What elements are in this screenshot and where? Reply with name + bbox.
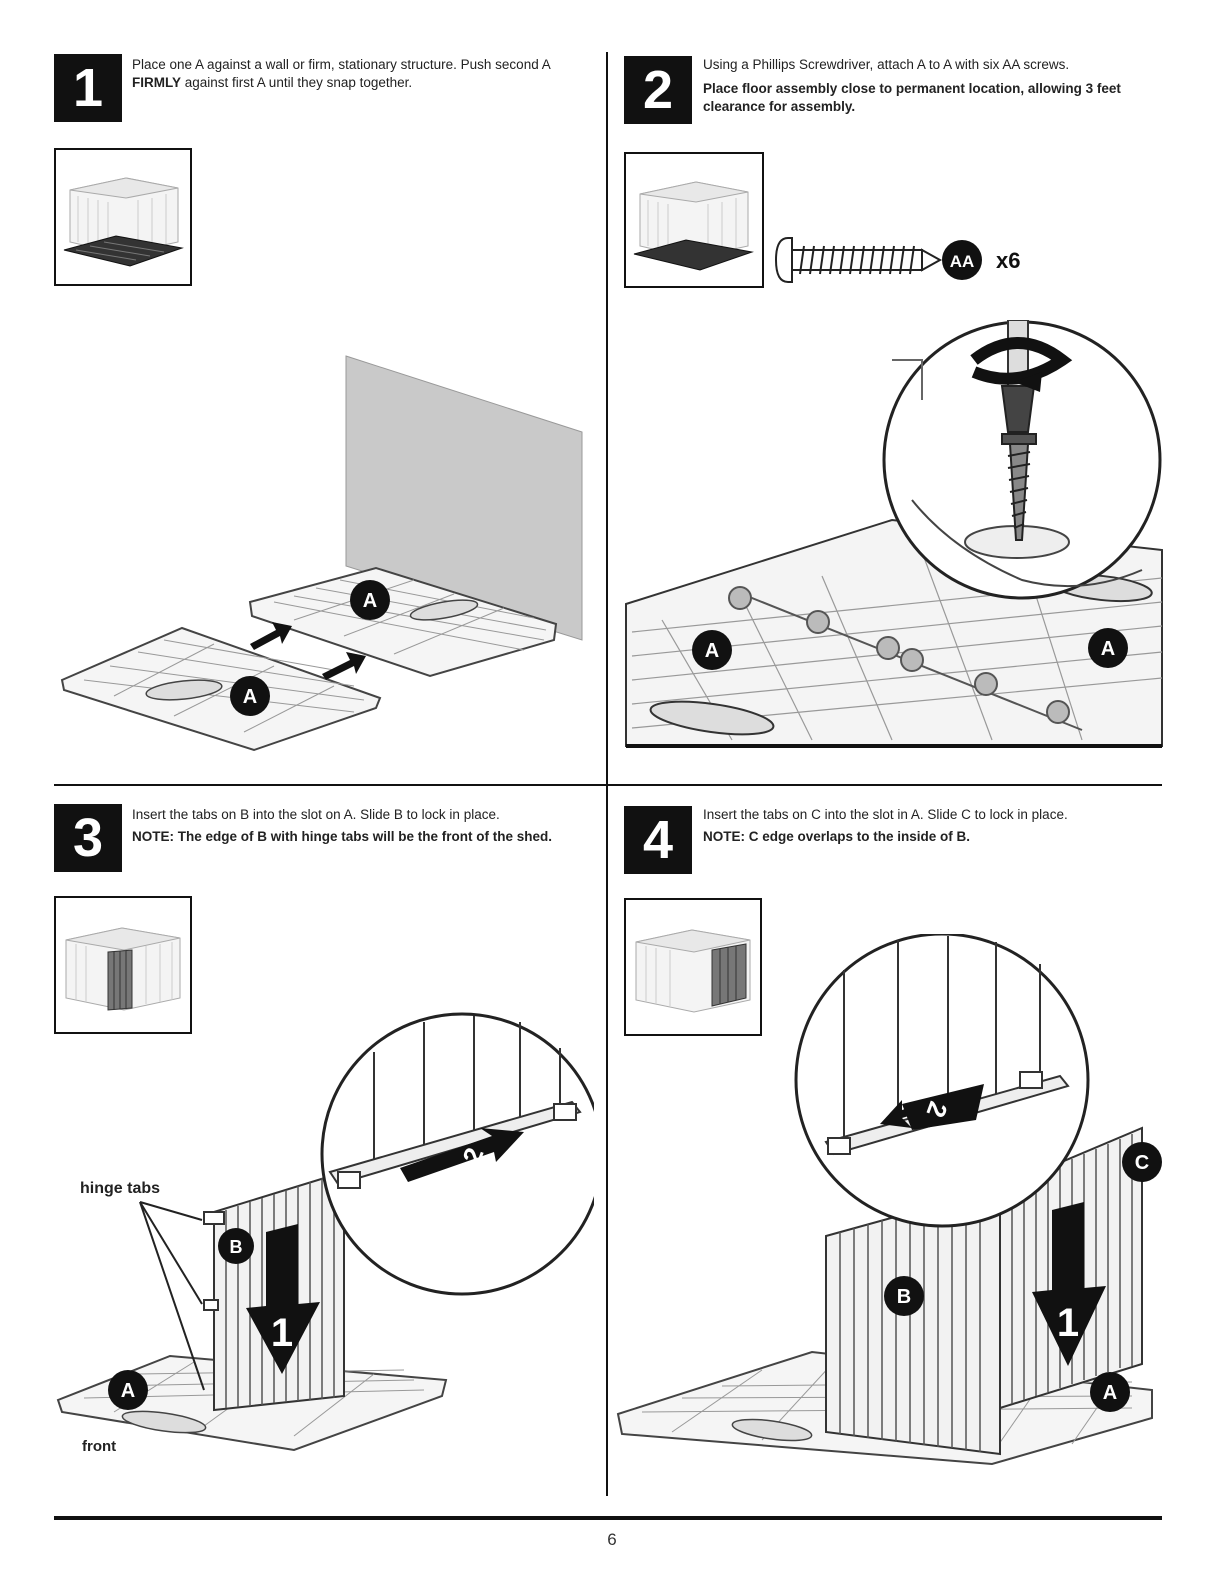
hardware-screw-aa: AA x6 <box>774 237 1020 283</box>
step-3-line-1: Insert the tabs on B into the slot on A.… <box>132 807 500 822</box>
vertical-divider <box>606 52 608 1496</box>
part-a-text-back: A <box>363 590 377 612</box>
part-a-label <box>108 1370 148 1410</box>
step-2-illustration: A A <box>625 320 1163 748</box>
step-1-thumbnail <box>54 148 192 286</box>
step-3-thumbnail <box>54 896 192 1034</box>
hardware-quantity: x6 <box>996 248 1020 273</box>
push-arrow-2 <box>322 652 366 680</box>
part-a-text: A <box>121 1380 135 1402</box>
step-4-line-1: Insert the tabs on C into the slot in A.… <box>703 807 1068 822</box>
horizontal-divider <box>54 784 1162 786</box>
part-b-label <box>884 1276 924 1316</box>
step-1-emphasis: FIRMLY <box>132 75 182 90</box>
step-2-badge: 2 <box>624 56 692 124</box>
part-b-text: B <box>230 1237 243 1257</box>
screw-holes <box>728 586 1070 724</box>
step-2-note-1: Place floor assembly close to permanent … <box>703 81 1121 96</box>
floor-panel-back <box>248 566 558 678</box>
rotate-arrow-icon <box>970 337 1073 385</box>
hinge-tabs-callout: hinge tabs <box>80 1180 161 1197</box>
part-a-text-left: A <box>705 640 719 662</box>
step-3-illustration: 1 2 B A <box>56 1012 594 1452</box>
screw-head-icon <box>774 237 793 283</box>
step-3-badge: 3 <box>54 804 122 872</box>
step-4-thumbnail <box>624 898 762 1036</box>
wall-panel-b <box>825 1186 1001 1456</box>
shed-floor-thumbnail-image <box>63 177 184 267</box>
part-b-text: B <box>897 1286 911 1308</box>
step-1-illustration: A A <box>60 355 583 752</box>
step-4-illustration: 1 2 C B A <box>616 934 1162 1466</box>
push-arrow-1 <box>250 622 292 650</box>
step-2-note-2: clearance for assembly. <box>703 99 856 114</box>
part-a-text-right: A <box>1101 638 1115 660</box>
hinge-tabs-callout-lines <box>139 1201 205 1391</box>
slide-arrow-right <box>400 1128 524 1182</box>
footer-rule <box>54 1516 1162 1520</box>
step-1-line-2-rest: against first A until they snap together… <box>181 75 413 90</box>
shed-wall-thumbnail-image <box>635 929 751 1013</box>
step-3-note: NOTE: The edge of B with hinge tabs will… <box>132 829 553 844</box>
part-a-label-left <box>692 630 732 670</box>
part-a-label-right <box>1088 628 1128 668</box>
part-b-label <box>218 1228 254 1264</box>
step-2-line-1: Using a Phillips Screwdriver, attach A t… <box>703 57 1070 72</box>
step-4-note: NOTE: C edge overlaps to the inside of B… <box>703 829 971 844</box>
part-c-text: C <box>1135 1152 1149 1174</box>
hardware-aa-badge <box>942 240 982 280</box>
wall-shape <box>345 355 583 641</box>
step-4-instructions: Insert the tabs on C into the slot in A.… <box>703 806 1143 846</box>
step-2-thumbnail <box>624 152 764 288</box>
shed-wall-thumbnail-image <box>65 927 181 1011</box>
part-c-label <box>1122 1142 1162 1182</box>
part-a-label <box>1090 1372 1130 1412</box>
hinge-tab-top <box>203 1211 225 1225</box>
step-3-instructions: Insert the tabs on B into the slot on A.… <box>132 806 592 846</box>
detail-magnifier <box>794 934 1090 1228</box>
step-1-badge: 1 <box>54 54 122 122</box>
shed-floor-thumbnail-image <box>633 181 754 271</box>
part-a-text: A <box>1103 1382 1117 1404</box>
part-a-label-back <box>350 580 390 620</box>
arrow-label-1: 1 <box>271 1311 293 1355</box>
part-a-label-front <box>230 676 270 716</box>
part-a-text-front: A <box>243 686 257 708</box>
hardware-aa-text: AA <box>950 252 975 271</box>
hinge-tab-mid <box>203 1299 219 1311</box>
step-2-instructions: Using a Phillips Screwdriver, attach A t… <box>703 56 1143 116</box>
front-callout: front <box>82 1438 117 1455</box>
page-number: 6 <box>607 1530 617 1549</box>
step-1-instructions: Place one A against a wall or firm, stat… <box>132 56 592 92</box>
slide-arrow-down <box>246 1224 320 1374</box>
step-4-badge: 4 <box>624 806 692 874</box>
step-1-line-2: FIRMLY against first A until they snap t… <box>132 74 592 92</box>
arrow-label-1: 1 <box>1057 1301 1079 1345</box>
slide-arrow-down <box>1032 1202 1106 1366</box>
step-1-line-1: Place one A against a wall or firm, stat… <box>132 57 551 72</box>
